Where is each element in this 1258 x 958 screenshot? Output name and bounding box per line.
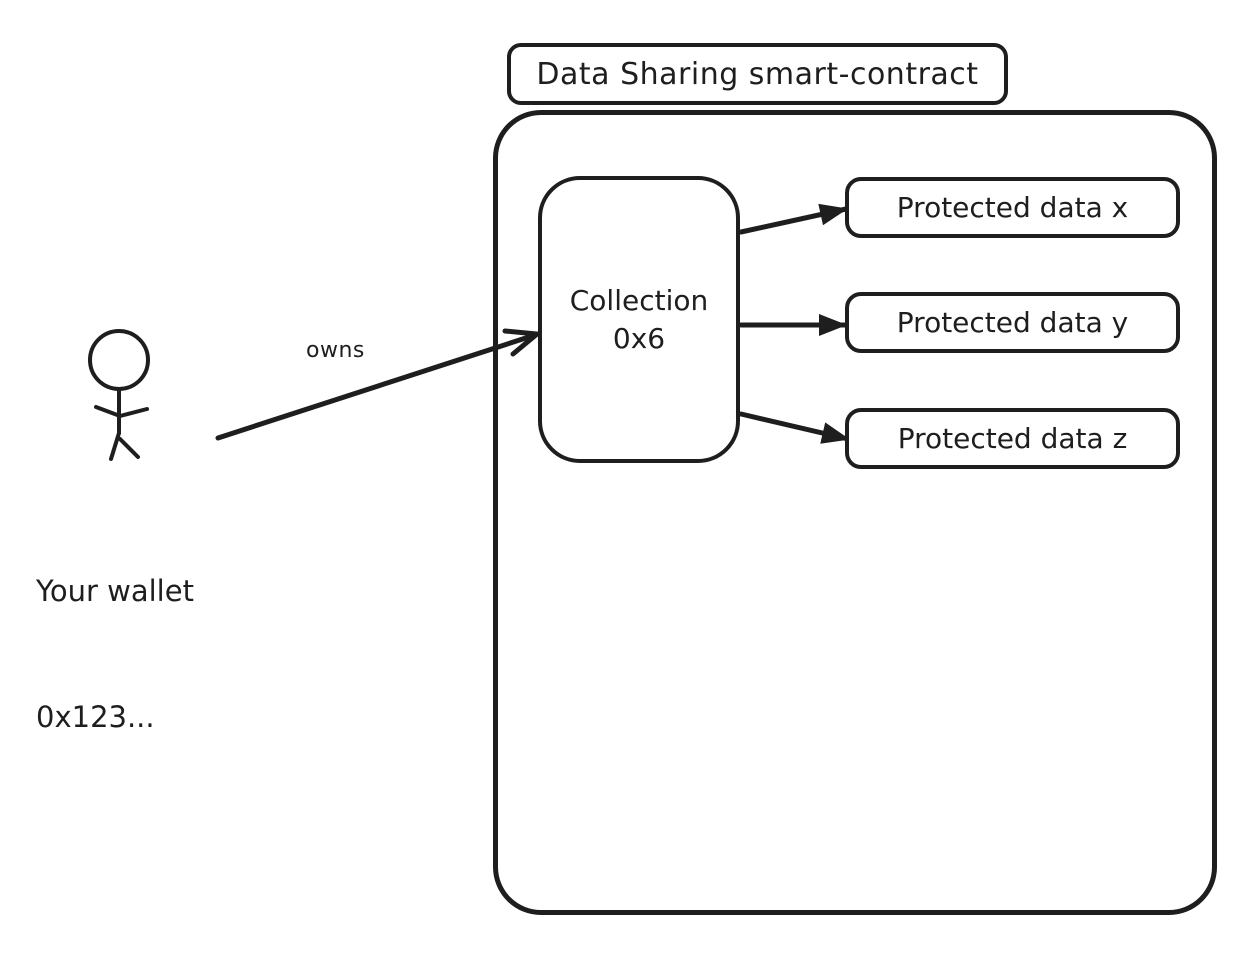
person-leg-left bbox=[109, 431, 121, 461]
wallet-label-line1: Your wallet bbox=[36, 574, 194, 608]
protected-data-label: Protected data y bbox=[896, 306, 1129, 339]
person-arms bbox=[94, 405, 149, 418]
owns-arrow-label: owns bbox=[306, 338, 365, 363]
wallet-label-line2: 0x123... bbox=[36, 700, 155, 734]
owns-arrow bbox=[215, 328, 544, 441]
protected-data-label: Protected data x bbox=[896, 191, 1129, 224]
person-icon bbox=[88, 329, 150, 461]
smart-contract-title-box: Data Sharing smart-contract bbox=[507, 43, 1008, 105]
protected-data-box-y: Protected data y bbox=[845, 292, 1180, 353]
wallet-label: Your wallet 0x123... bbox=[36, 486, 194, 822]
smart-contract-container bbox=[493, 110, 1217, 915]
owns-arrow-shaft bbox=[215, 332, 538, 441]
collection-label: Collection bbox=[569, 283, 709, 317]
protected-data-box-x: Protected data x bbox=[845, 177, 1180, 238]
smart-contract-title: Data Sharing smart-contract bbox=[536, 56, 979, 92]
protected-data-label: Protected data z bbox=[897, 422, 1128, 455]
collection-box: Collection 0x6 bbox=[538, 176, 740, 463]
protected-data-box-z: Protected data z bbox=[845, 408, 1180, 469]
person-head bbox=[88, 329, 150, 391]
person-leg-right bbox=[118, 437, 140, 459]
collection-address: 0x6 bbox=[612, 321, 666, 355]
